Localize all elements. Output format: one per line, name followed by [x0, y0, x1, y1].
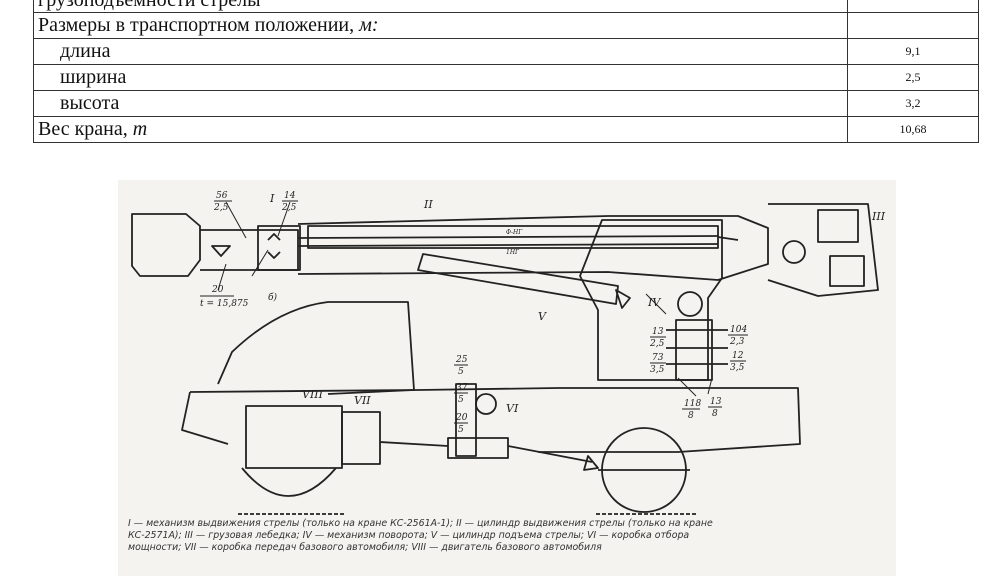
roman-ii-label: II: [423, 198, 433, 211]
drive-shaft: [379, 441, 593, 463]
row-label: Вес крана, т: [33, 116, 848, 143]
gear-118-label: 118: [684, 399, 701, 409]
cylinder-mark-1: Ф-НГ: [506, 229, 523, 236]
cylinder-mark-2: 1НГ: [506, 249, 520, 256]
row-value: 9,1: [847, 38, 979, 65]
row-label: ширина: [33, 64, 848, 91]
row-label: длина: [33, 38, 848, 65]
row-value: 10,68: [847, 116, 979, 143]
pto-pump-icon: [475, 393, 497, 415]
gear-104-label: 104: [730, 325, 747, 335]
gear-20-label: 20: [455, 413, 468, 423]
power-take-off: [447, 437, 509, 459]
gear-56-label: 56: [216, 191, 228, 201]
gear-37-label: 37: [456, 383, 468, 393]
winch-housing: [767, 203, 879, 297]
gear-56-module: 2,5: [213, 203, 229, 213]
boom-head: [200, 229, 299, 271]
crane-mast: [579, 219, 723, 381]
slewing-motor-icon: [677, 291, 703, 317]
roman-iv-label: IV: [647, 296, 661, 309]
boom-lift-cylinder: [417, 253, 619, 305]
roman-vii-label: VII: [354, 394, 371, 407]
specifications-table: грузоподъемности стрелы Размеры в трансп…: [33, 0, 979, 143]
gear-73-module: 3,5: [650, 365, 665, 375]
diagram-drawing: 56 2,5 I 14 2,5 II III Ф-НГ 1НГ 20 t = 1…: [131, 191, 886, 515]
gear-12-label: 12: [732, 351, 744, 361]
row-value: [847, 12, 979, 39]
gear-25-label: 25: [455, 355, 468, 365]
gear-13a-label: 13: [652, 327, 664, 337]
row-value: 3,2: [847, 90, 979, 117]
caption-line: I — механизм выдвижения стрелы (только н…: [128, 518, 713, 529]
hydraulic-motor-icon: [782, 240, 806, 264]
table-row: грузоподъемности стрелы: [33, 0, 979, 13]
gear-25-module: 5: [458, 367, 464, 377]
truck-cab: [217, 301, 415, 395]
crane-kinematic-diagram: 56 2,5 I 14 2,5 II III Ф-НГ 1НГ 20 t = 1…: [118, 180, 896, 576]
row-label: высота: [33, 90, 848, 117]
truck-frame: [189, 387, 801, 453]
unit-label: т: [132, 118, 148, 140]
roman-v-label: V: [538, 310, 547, 323]
roman-vi-label: VI: [506, 402, 519, 415]
row-value: 2,5: [847, 64, 979, 91]
gear-13b-module: 8: [712, 409, 718, 419]
gear-104-module: 2,3: [729, 337, 745, 347]
chain-20-label: 20: [211, 285, 224, 295]
figure-caption: I — механизм выдвижения стрелы (только н…: [128, 518, 886, 554]
gear-14-module: 2,5: [281, 203, 297, 213]
subfigure-b-label: б): [268, 292, 277, 303]
roman-iii-label: III: [871, 210, 886, 223]
caption-line: КС-2571А); III — грузовая лебедка; IV — …: [128, 530, 690, 541]
table-row: высота 3,2: [33, 90, 979, 117]
gearbox-block: [341, 411, 381, 465]
engine-block: [245, 405, 343, 469]
table-row: ширина 2,5: [33, 64, 979, 91]
table-row: Вес крана, т 10,68: [33, 116, 979, 143]
row-label: Размеры в транспортном положении, м:: [33, 12, 848, 39]
gear-118-module: 8: [688, 411, 694, 421]
unit-label: м:: [359, 14, 379, 36]
gear-13a-module: 2,5: [649, 339, 665, 349]
boom-counterweight: [131, 213, 201, 277]
gear-14-label: 14: [284, 191, 296, 201]
front-wheel: [241, 467, 337, 497]
gear-13b-label: 13: [710, 397, 722, 407]
caption-line: мощности; VII — коробка передач базового…: [128, 542, 602, 553]
row-value: [847, 0, 979, 13]
row-label: грузоподъемности стрелы: [33, 0, 848, 13]
table-row: длина 9,1: [33, 38, 979, 65]
gear-12-module: 3,5: [730, 363, 745, 373]
roman-viii-label: VIII: [302, 388, 324, 401]
roman-i-label: I: [269, 192, 275, 205]
gear-37-module: 5: [458, 395, 464, 405]
table-row: Размеры в транспортном положении, м:: [33, 12, 979, 39]
gear-20-module: 5: [458, 425, 464, 435]
gear-73-label: 73: [652, 353, 664, 363]
chain-pitch-label: t = 15,875: [200, 299, 249, 309]
boom-body: [297, 215, 769, 281]
